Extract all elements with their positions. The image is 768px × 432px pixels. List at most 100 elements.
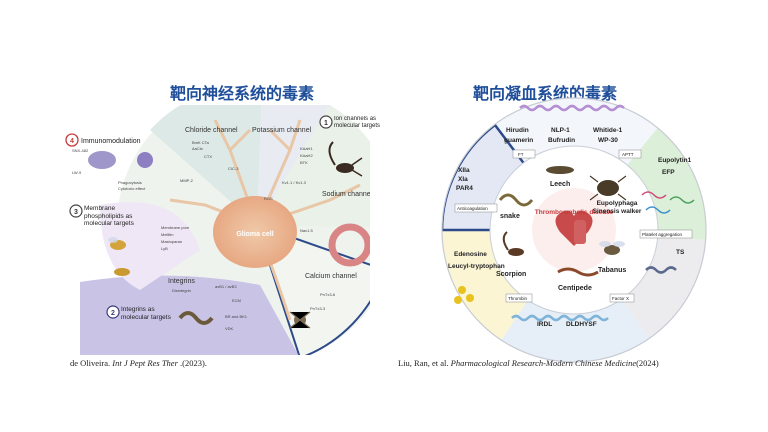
right-caption: Liu, Ran, et al. Pharmacological Researc… (398, 358, 659, 368)
section-1-badge (319, 115, 333, 129)
small-label-21: SNX-482 (72, 148, 89, 153)
centipede-icon (557, 267, 599, 277)
organism-centipede: Centipede (558, 285, 592, 292)
snake-icon (178, 311, 214, 325)
worm-decoration-bottom (511, 314, 609, 322)
membrane-phospholipids-label-box: Membrane phospholipids as molecular targ… (84, 205, 134, 227)
small-label-24: Cytotoxic effect (118, 186, 146, 191)
cockroach-icon (589, 175, 627, 201)
section-2-header: 2 Integrins as molecular targets (106, 305, 171, 321)
left-small-labels: BmK CTa AaCtx CTX CIC-3 MMP-2 KAaH1 KAaH… (72, 140, 336, 331)
toxin-guamerin: guamerin (504, 137, 533, 144)
section-4-badge (65, 133, 79, 147)
right-caption-year: (2024) (636, 358, 659, 368)
right-outer-border (441, 97, 707, 363)
section-1-number: 1 (324, 120, 328, 127)
ion-channels-label: Ion channels as molecular targets (334, 116, 381, 129)
organism-eupolyphaga: Eupolyphaga Sinensis walker (592, 200, 642, 215)
glioma-cell (213, 196, 297, 268)
immune-cell-icon (88, 151, 153, 169)
left-figure-title: 靶向神经系统的毒素 (170, 84, 315, 103)
section-1-header: 1 Ion channels as molecular targets (319, 115, 381, 129)
tag-factor-x: Factor X (612, 296, 629, 301)
small-label-0: BmK CTa (192, 140, 210, 145)
small-label-17: BR and BK1 (225, 314, 248, 319)
right-caption-author: Liu, Ran, et al. (398, 358, 449, 368)
left-caption-year: .(2023). (180, 358, 207, 368)
right-toxin-labels: Hirudin guamerin NLP-1 Bufrudin Whitide-… (448, 127, 692, 328)
integrins-label: Integrins (168, 278, 195, 285)
toxin-xia: XIa (458, 176, 468, 183)
organism-tabanus: Tabanus (598, 267, 626, 274)
sodium-channel-label: Sodium channel (322, 191, 373, 198)
immunomodulation-label: Immunomodulation (81, 138, 141, 145)
integrins-targets-label: Integrins as molecular targets (121, 306, 171, 321)
section-3-number: 3 (74, 209, 78, 216)
worm-green-icon (669, 196, 695, 204)
chloride-channel-label: Chloride channel (185, 127, 238, 134)
calcium-channel-label: Calcium channel (305, 273, 357, 280)
small-label-11: Mellitin (161, 232, 173, 237)
small-label-1: AaCtx (192, 146, 203, 151)
membrane-band (100, 202, 200, 290)
spider-icon (289, 311, 311, 329)
sodium-sector (257, 105, 370, 228)
blood-vessel-icon (574, 220, 586, 244)
toxin-eupolytin: Eupolytin1 (658, 157, 692, 164)
small-label-3: CIC-3 (228, 166, 239, 171)
left-caption-author: de Oliveira. (70, 358, 111, 368)
pill-icons (454, 286, 474, 304)
small-label-12: Mastoparan (161, 239, 182, 244)
worm-decoration-top (519, 104, 625, 112)
right-caption-journal: Pharmacological Research-Modern Chinese … (450, 358, 637, 368)
small-label-20: PnTx3-3 (310, 306, 326, 311)
worm-red-icon (641, 191, 667, 199)
small-label-25: Membrane pore (161, 225, 190, 230)
chloride-sector (150, 105, 262, 225)
tag-anticoagulation: Anticoagulation (457, 206, 488, 211)
potassium-channel-label: Potassium channel (252, 127, 312, 134)
tag-ft: FT (518, 152, 524, 157)
right-arrow-tags: FT APTT Platelet aggregation Thrombin Fa… (454, 149, 693, 303)
fly-icon (599, 241, 625, 255)
section-3-badge (69, 204, 83, 218)
toxin-ts: TS (676, 249, 685, 256)
snake-icon-right (498, 193, 534, 207)
integrin-band (80, 275, 299, 355)
small-label-15: avB1 / avB3 (215, 284, 237, 289)
small-label-2: CTX (204, 154, 212, 159)
right-organism-labels: Leech Eupolyphaga Sinensis walker Tabanu… (496, 181, 642, 292)
section-2-number: 2 (111, 310, 115, 317)
toxin-edenosine: Edenosine (454, 251, 487, 258)
toxin-hirudin: Hirudin (506, 127, 529, 134)
organism-snake: snake (500, 213, 520, 220)
organism-eupolyphaga-box: Eupolyphaga Sinensis walker (592, 200, 642, 215)
thromboembolic-label: Thromboembolic disease (535, 209, 614, 216)
small-label-8: Kv1.1 / Kv1.3 (282, 180, 307, 185)
membrane-phospholipids-label: Membrane phospholipids as molecular targ… (84, 205, 134, 227)
toxin-wp30: WP-30 (598, 137, 618, 144)
toxin-xiia: XIIa (458, 167, 470, 174)
toxin-nlp1: NLP-1 (551, 127, 570, 134)
toxin-efp: EFP (662, 169, 675, 176)
wasp-icon (114, 268, 130, 276)
toxin-leucyl: Leucyl-tryptophan (448, 263, 505, 270)
toxin-bufrudin: Bufrudin (548, 137, 575, 144)
leech-icon (546, 166, 574, 174)
section-4-number: 4 (70, 138, 74, 145)
small-label-19: PnTx3-6 (320, 292, 336, 297)
scorpion-icon-right (502, 231, 524, 256)
small-label-13: LyB (161, 246, 168, 251)
scorpion-icon (328, 141, 363, 177)
small-label-10: ROS (264, 196, 273, 201)
toxin-par4: PAR4 (456, 185, 473, 192)
section-3-header: 3 Membrane phospholipids as molecular ta… (69, 204, 134, 227)
small-label-4: MMP-2 (180, 178, 194, 183)
glioma-cell-label: Glioma cell (236, 231, 273, 238)
sodium-ring-icon (328, 223, 370, 267)
small-label-14: Disintegrin (172, 288, 191, 293)
integrins-targets-label-box: Integrins as molecular targets (121, 306, 171, 321)
worm-gray-icon (645, 266, 677, 274)
small-label-5: KAaH1 (300, 146, 313, 151)
